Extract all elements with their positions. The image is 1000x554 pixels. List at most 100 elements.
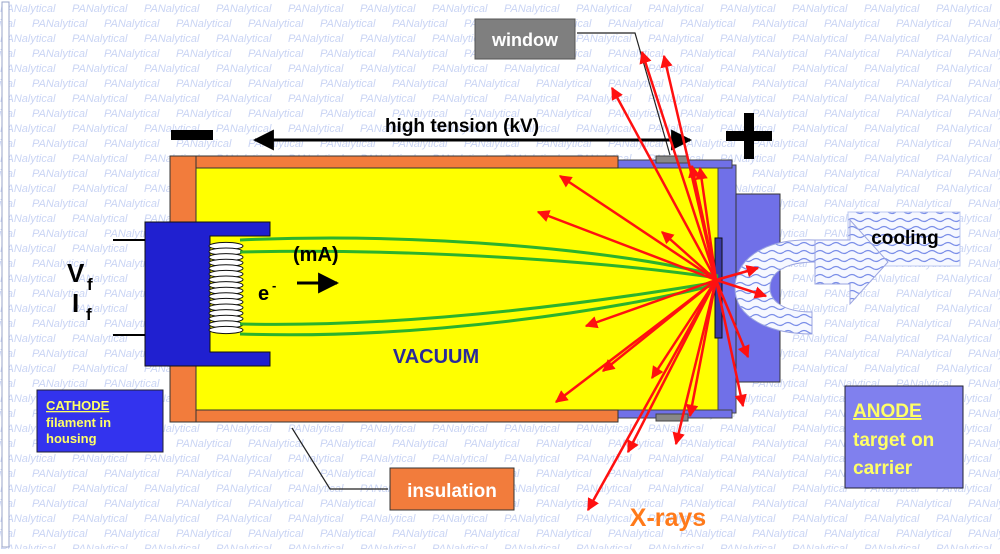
watermark-text: PANalytical <box>72 303 128 315</box>
insulation-walls <box>169 155 619 423</box>
watermark-text: PANalytical <box>72 33 128 45</box>
watermark-text: PANalytical <box>248 18 304 30</box>
watermark-text: PANalytical <box>32 468 88 480</box>
watermark-text: PANalytical <box>0 153 56 165</box>
watermark-text: PANalytical <box>432 543 488 549</box>
watermark-text: PANalytical <box>864 33 920 45</box>
watermark-text: PANalytical <box>648 513 704 525</box>
watermark-text: PANalytical <box>536 528 592 540</box>
watermark-text: PANalytical <box>576 93 632 105</box>
watermark-text: PANalytical <box>752 78 808 90</box>
watermark-text: PANalytical <box>360 513 416 525</box>
watermark-text: PANalytical <box>576 3 632 15</box>
watermark-text: PANalytical <box>864 93 920 105</box>
watermark-text: PANalytical <box>536 78 592 90</box>
watermark-text: PANalytical <box>288 483 344 495</box>
watermark-text: PANalytical <box>824 108 880 120</box>
svg-text:target on: target on <box>853 430 934 451</box>
watermark-text: PANalytical <box>392 78 448 90</box>
watermark-text: PANalytical <box>968 408 1000 420</box>
watermark-text: PANalytical <box>936 63 992 75</box>
watermark-text: PANalytical <box>72 123 128 135</box>
watermark-text: PANalytical <box>504 483 560 495</box>
watermark-text: PANalytical <box>72 63 128 75</box>
watermark-text: PANalytical <box>680 18 736 30</box>
watermark-text: PANalytical <box>720 33 776 45</box>
watermark-text: PANalytical <box>720 423 776 435</box>
svg-text:ANODE: ANODE <box>853 401 922 422</box>
watermark-text: PANalytical <box>464 108 520 120</box>
watermark-text: PANalytical <box>792 63 848 75</box>
watermark-text: PANalytical <box>752 438 808 450</box>
watermark-text: PANalytical <box>896 108 952 120</box>
insulation-pointer-line <box>291 427 388 490</box>
watermark-text: PANalytical <box>792 483 848 495</box>
watermark-text: PANalytical <box>824 138 880 150</box>
watermark-text: PANalytical <box>752 48 808 60</box>
watermark-text: PANalytical <box>824 48 880 60</box>
watermark-text: PANalytical <box>576 513 632 525</box>
watermark-text: PANalytical <box>104 168 160 180</box>
watermark-text: PANalytical <box>968 168 1000 180</box>
vacuum-label: VACUUM <box>393 346 479 368</box>
watermark-text: PANalytical <box>536 468 592 480</box>
watermark-text: PANalytical <box>216 33 272 45</box>
watermark-text: PANalytical <box>248 438 304 450</box>
watermark-text: PANalytical <box>32 288 88 300</box>
watermark-text: PANalytical <box>32 228 88 240</box>
svg-text:-: - <box>272 278 276 293</box>
watermark-text: PANalytical <box>648 483 704 495</box>
watermark-text: PANalytical <box>104 78 160 90</box>
watermark-text: PANalytical <box>720 93 776 105</box>
watermark-text: PANalytical <box>752 168 808 180</box>
xray-ray <box>714 279 750 359</box>
watermark-text: PANalytical <box>824 18 880 30</box>
watermark-text: PANalytical <box>680 528 736 540</box>
watermark-text: PANalytical <box>32 258 88 270</box>
watermark-text: PANalytical <box>608 18 664 30</box>
watermark-text: PANalytical <box>216 453 272 465</box>
watermark-text: PANalytical <box>360 63 416 75</box>
watermark-text: PANalytical <box>680 468 736 480</box>
beryllium-window <box>655 155 689 164</box>
watermark-text: PANalytical <box>144 483 200 495</box>
watermark-text: PANalytical <box>0 333 56 345</box>
watermark-text: PANalytical <box>392 528 448 540</box>
watermark-text: PANalytical <box>936 333 992 345</box>
watermark-text: PANalytical <box>648 543 704 549</box>
watermark-text: PANalytical <box>288 33 344 45</box>
watermark-text: PANalytical <box>104 198 160 210</box>
watermark-text: PANalytical <box>896 168 952 180</box>
watermark-text: PANalytical <box>752 108 808 120</box>
watermark-text: PANalytical <box>864 363 920 375</box>
watermark-text: PANalytical <box>752 498 808 510</box>
watermark-text: PANalytical <box>896 48 952 60</box>
watermark-text: PANalytical <box>176 108 232 120</box>
watermark-text: PANalytical <box>864 303 920 315</box>
watermark-text: PANalytical <box>792 423 848 435</box>
watermark-text: PANalytical <box>288 93 344 105</box>
watermark-text: PANalytical <box>432 63 488 75</box>
watermark-text: PANalytical <box>72 3 128 15</box>
watermark-text: PANalytical <box>896 318 952 330</box>
watermark-text: PANalytical <box>288 453 344 465</box>
svg-text:CATHODE: CATHODE <box>46 398 110 413</box>
watermark-text: PANalytical <box>896 198 952 210</box>
watermark-text: PANalytical <box>392 108 448 120</box>
watermark-text: PANalytical <box>32 498 88 510</box>
watermark-text: PANalytical <box>288 543 344 549</box>
watermark-text: PANalytical <box>680 498 736 510</box>
watermark-text: PANalytical <box>824 198 880 210</box>
watermark-text: PANalytical <box>0 63 56 75</box>
watermark-text: PANalytical <box>720 483 776 495</box>
watermark-text: PANalytical <box>720 63 776 75</box>
watermark-text: PANalytical <box>32 78 88 90</box>
watermark-text: PANalytical <box>792 363 848 375</box>
watermark-text: PANalytical <box>504 423 560 435</box>
watermark-text: PANalytical <box>720 513 776 525</box>
watermark-text: PANalytical <box>864 273 920 285</box>
xrays-label: X-rays <box>630 504 706 532</box>
watermark-text: PANalytical <box>72 153 128 165</box>
watermark-text: PANalytical <box>32 18 88 30</box>
watermark-text: PANalytical <box>176 78 232 90</box>
